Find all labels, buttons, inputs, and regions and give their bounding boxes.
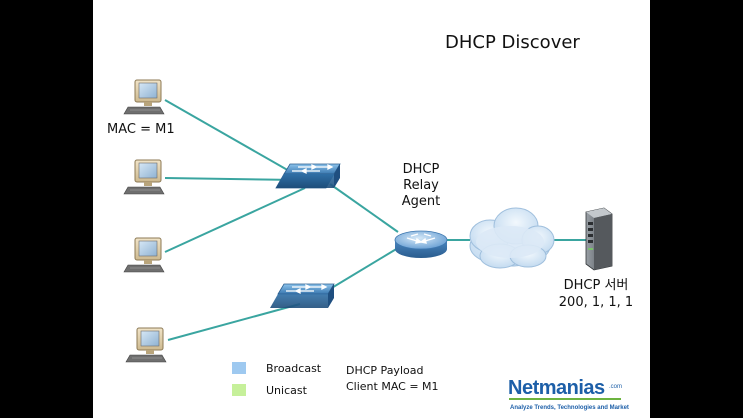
pc-icon (123, 159, 165, 195)
slide-background (93, 0, 650, 418)
pc-icon (123, 79, 165, 115)
server-ip: 200, 1, 1, 1 (559, 295, 633, 310)
legend-broadcast-label: Broadcast (266, 362, 322, 375)
legend-unicast-label: Unicast (266, 384, 308, 397)
host-pc-3 (123, 237, 165, 273)
legend-broadcast-swatch (232, 362, 246, 374)
switch-icon (275, 163, 341, 189)
server-icon (585, 207, 613, 271)
legend-unicast-swatch (232, 384, 246, 396)
link-switch2-router (324, 247, 399, 293)
relay-label-line2: Relay (403, 178, 439, 193)
payload-line1: DHCP Payload (346, 364, 423, 377)
diagram-title: DHCP Discover (445, 32, 580, 53)
switch-icon (270, 283, 335, 308)
link-host3-switch1 (164, 187, 306, 253)
netmanias-logo: Netmanias .com Analyze Trends, Technolog… (508, 377, 629, 411)
logo-tagline: Analyze Trends, Technologies and Market (510, 405, 629, 411)
relay-label-line1: DHCP (403, 162, 440, 177)
dhcp-server (585, 207, 613, 271)
relay-router (394, 230, 448, 258)
router-icon (394, 230, 448, 258)
host-1-label: MAC = M1 (107, 122, 175, 137)
host-pc-1 (123, 79, 165, 115)
relay-label-line3: Agent (402, 194, 440, 209)
logo-wordmark: Netmanias (508, 377, 605, 399)
internet-cloud (469, 207, 555, 269)
logo-suffix: .com (609, 384, 622, 390)
link-host1-switch1 (164, 99, 299, 177)
host-pc-2 (123, 159, 165, 195)
link-host2-switch1 (164, 177, 299, 181)
host-pc-4 (125, 327, 167, 363)
pc-icon (123, 237, 165, 273)
legend: Broadcast Unicast (232, 362, 322, 397)
switch-2 (270, 283, 335, 308)
link-host4-switch2 (167, 303, 301, 341)
network-links (164, 99, 586, 341)
link-switch1-router (329, 183, 399, 233)
payload-line2: Client MAC = M1 (346, 380, 439, 393)
switch-1 (275, 163, 341, 189)
server-name: DHCP 서버 (564, 278, 629, 293)
logo-underline (509, 398, 621, 400)
pc-icon (125, 327, 167, 363)
